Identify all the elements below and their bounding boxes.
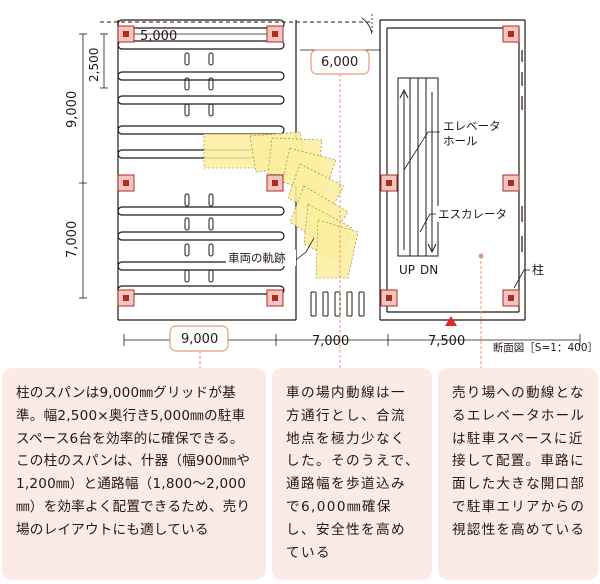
vehicle-path-label: 車両の軌跡 [228,251,286,265]
up-label: UP [399,263,415,277]
elevator-hall-label: エレベータ ホール [443,119,504,148]
leader-lines [199,74,482,368]
parking-rows [117,19,285,295]
label-leaders [295,131,530,289]
escalator [397,77,439,257]
callout-elevator-hall: 売り場への動線となるエレベータホールは駐車スペースに近接して配置。車路に面した大… [438,368,598,580]
lane-markings [184,52,214,283]
span-7000-vertical-label: 7,000 [65,221,80,258]
column-label: 柱 [532,262,544,277]
vehicle-path-area [203,131,359,279]
span-9000-vertical-label: 9,000 [65,91,80,128]
dn-label: DN [420,263,438,277]
escalator-label: エスカレータ [438,207,507,221]
aisle-width-label: 6,000 [321,55,358,70]
bottom-span-box [169,325,229,352]
bottom-span-3-label: 7,500 [428,334,465,349]
drawing-caption: 断面図［S=1：400］ [492,342,598,354]
entrance-marker [445,316,457,326]
row-depth-label: 2,500 [87,48,101,82]
door-marks [361,14,373,35]
column-cores [123,31,514,301]
callout-column-span: 柱のスパンは9,000㎜グリッドが基準。幅2,500×奥行き5,000㎜の駐車ス… [2,368,266,580]
stall-lines [310,291,365,317]
callout-traffic-flow: 車の場内動線は一方通行とし、合流地点を極力少なくした。そのうえで、通路幅を歩道込… [272,368,432,580]
bottom-span-2-label: 7,000 [312,334,349,349]
floor-plan: 5,000 2,500 9,000 7,000 6,000 9,000 7,00… [65,14,581,368]
bottom-span-1-label: 9,000 [181,332,218,347]
top-span-label: 5,000 [140,29,177,44]
leader-dot [478,253,484,259]
left-dimension-line [79,33,108,299]
